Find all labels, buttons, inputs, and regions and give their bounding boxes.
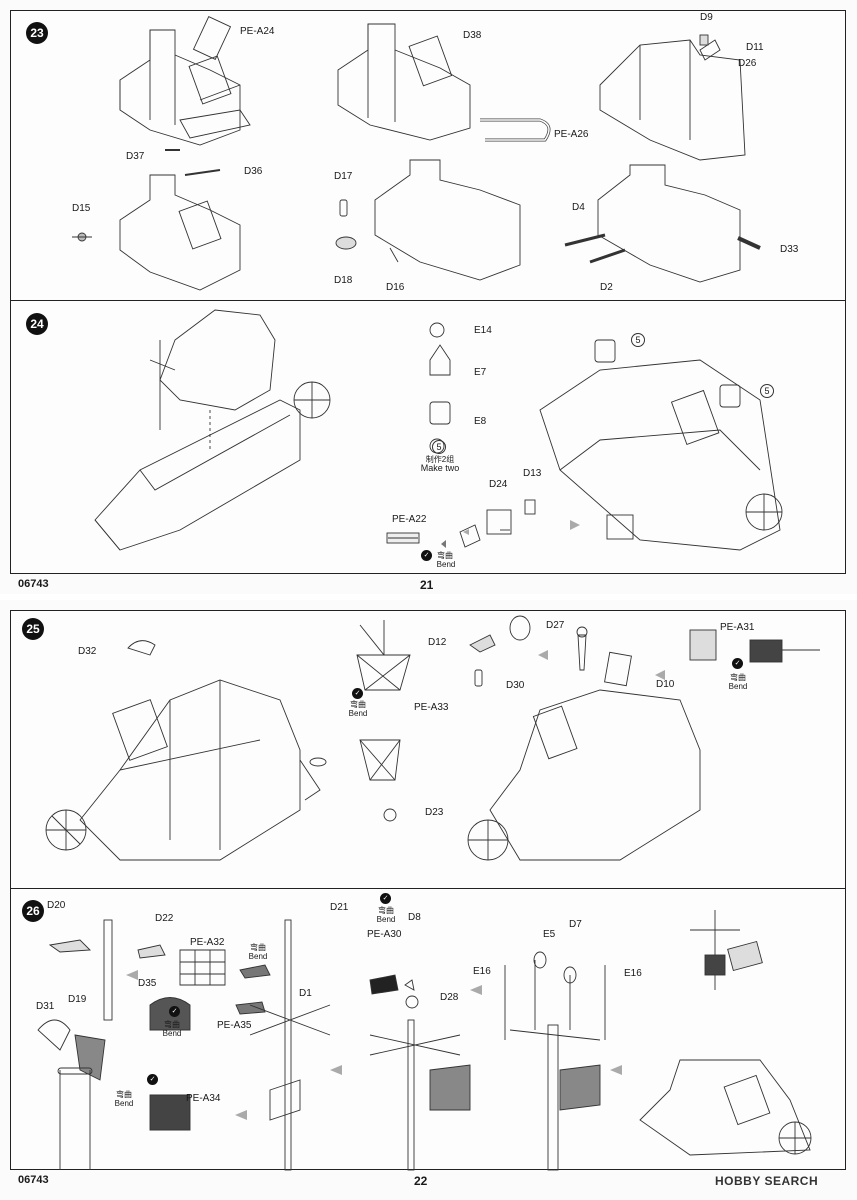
part-label: D31	[36, 1001, 55, 1012]
bend-en: Bend	[348, 709, 368, 718]
part-label: D2	[600, 282, 613, 293]
instruction-page-21: 23	[10, 10, 846, 592]
bend-cn: 弯曲	[164, 1020, 180, 1029]
part-label: PE-A22	[392, 514, 427, 525]
part-label: D17	[334, 171, 353, 182]
part-label: D22	[155, 913, 174, 924]
divider	[11, 888, 845, 889]
part-label: D4	[572, 202, 585, 213]
part-label: D19	[68, 994, 87, 1005]
step-number-26: 26	[22, 900, 44, 922]
part-label: PE-A32	[190, 937, 225, 948]
subassembly-number: 5	[760, 384, 774, 398]
part-label: PE-A34	[186, 1093, 221, 1104]
part-label: D16	[386, 282, 405, 293]
subassembly-number: 5	[631, 333, 645, 347]
subassembly-number: 5	[432, 440, 446, 454]
part-label: D12	[428, 637, 447, 648]
part-label: D35	[138, 978, 157, 989]
bend-en: Bend	[162, 1029, 182, 1038]
part-label: D8	[408, 912, 421, 923]
bend-cn: 弯曲	[350, 700, 366, 709]
bend-icon: ✓	[169, 1006, 180, 1017]
part-label: D38	[463, 30, 482, 41]
part-label: D26	[738, 58, 757, 69]
part-label: D30	[506, 680, 525, 691]
part-label: PE-A24	[240, 26, 275, 37]
part-label: D9	[700, 12, 713, 23]
part-label: PE-A31	[720, 622, 755, 633]
bend-en: Bend	[376, 915, 396, 924]
part-label: E14	[474, 325, 492, 336]
step-number-25: 25	[22, 618, 44, 640]
part-label: D15	[72, 203, 91, 214]
bend-icon: ✓	[732, 658, 743, 669]
part-label: D32	[78, 646, 97, 657]
bend-cn: 弯曲	[730, 673, 746, 682]
part-label: D10	[656, 679, 675, 690]
bend-icon: ✓	[147, 1074, 158, 1085]
part-label: D21	[330, 902, 349, 913]
bend-en: Bend	[728, 682, 748, 691]
step-number-23: 23	[26, 22, 48, 44]
step-number-24: 24	[26, 313, 48, 335]
make-two-cn: 制作2组	[425, 455, 455, 464]
part-label: D18	[334, 275, 353, 286]
part-label: D28	[440, 992, 459, 1003]
step23-diagram	[72, 16, 761, 291]
part-label: PE-A35	[217, 1020, 252, 1031]
part-label: PE-A26	[554, 129, 589, 140]
bend-icon: ✓	[352, 688, 363, 699]
part-label: D24	[489, 479, 508, 490]
bend-icon: ✓	[421, 550, 432, 561]
product-code: 06743	[18, 1174, 49, 1186]
step24-diagram	[94, 309, 783, 551]
instruction-page-22: 25	[0, 600, 857, 1200]
divider	[11, 300, 845, 301]
part-label: D36	[244, 166, 263, 177]
step25-diagram	[45, 615, 820, 861]
part-label: E16	[624, 968, 642, 979]
page-number: 21	[420, 578, 434, 592]
bend-icon: ✓	[380, 893, 391, 904]
bend-cn: 弯曲	[116, 1090, 132, 1099]
part-label: E16	[473, 966, 491, 977]
part-label: D7	[569, 919, 582, 930]
part-label: PE-A30	[367, 929, 402, 940]
part-label: E8	[474, 416, 487, 427]
part-label: D37	[126, 151, 145, 162]
page-gap	[0, 594, 857, 600]
part-label: D20	[47, 900, 66, 911]
part-label: PE-A33	[414, 702, 449, 713]
part-label: D13	[523, 468, 542, 479]
bend-en: Bend	[114, 1099, 134, 1108]
part-label: D11	[746, 42, 764, 53]
part-label: E7	[474, 367, 487, 378]
bend-cn: 弯曲	[378, 906, 394, 915]
bend-cn: 弯曲	[437, 551, 453, 560]
steps-frame-top	[10, 10, 846, 574]
part-label: E5	[543, 929, 556, 940]
bend-en: Bend	[248, 952, 268, 961]
part-label: D23	[425, 807, 444, 818]
part-label: D1	[299, 988, 312, 999]
make-two-en: Make two	[420, 463, 460, 473]
part-label: D33	[780, 244, 799, 255]
bend-en: Bend	[436, 560, 456, 569]
watermark-logo: HOBBY SEARCH	[715, 1174, 819, 1188]
bend-cn: 弯曲	[250, 943, 266, 952]
step26-diagram	[37, 910, 812, 1171]
part-label: D27	[546, 620, 565, 631]
product-code: 06743	[18, 578, 49, 590]
page-number: 22	[414, 1174, 428, 1188]
